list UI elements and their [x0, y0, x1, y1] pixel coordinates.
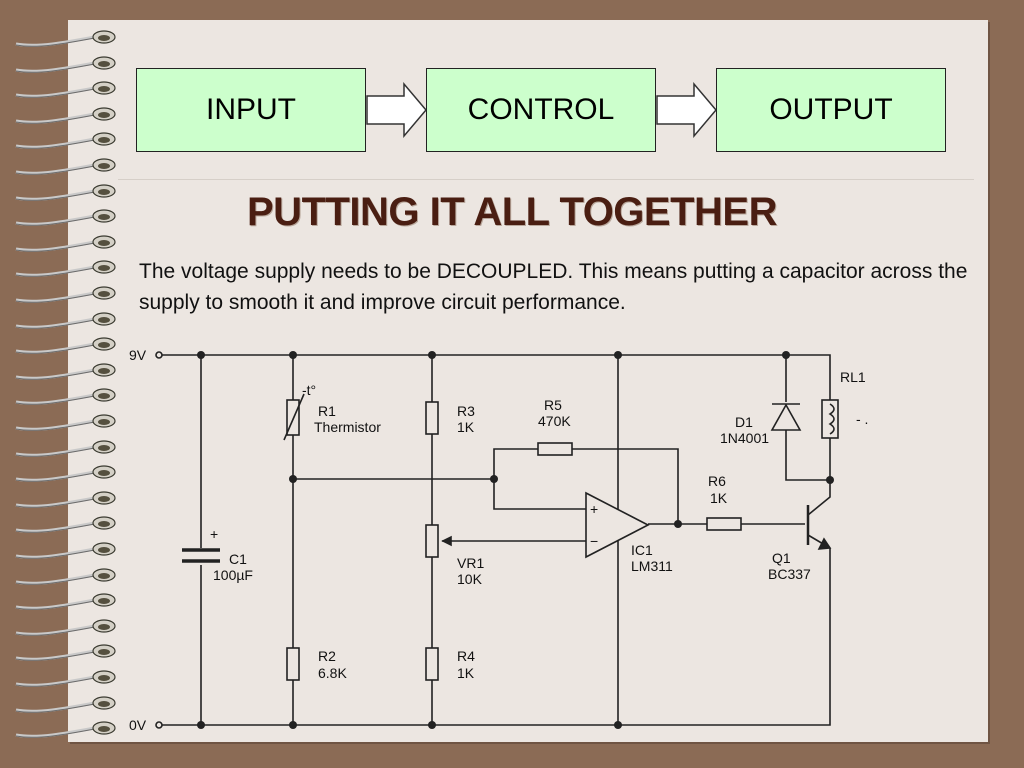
r5-label: R5 — [544, 397, 562, 413]
d1-diode — [770, 403, 802, 431]
spiral-coil-icon — [15, 593, 116, 610]
r4-resistor — [425, 647, 439, 681]
r2-resistor — [286, 647, 300, 681]
rl1-label: RL1 — [840, 369, 866, 385]
spiral-coil-icon — [15, 388, 116, 406]
op-amp-plus: + — [590, 501, 598, 517]
r3-value: 1K — [457, 419, 475, 435]
spiral-coil-icon — [15, 567, 116, 585]
r5-value: 470K — [538, 413, 571, 429]
spiral-coil-icon — [15, 55, 116, 73]
spiral-coil-icon — [15, 81, 116, 98]
spiral-coil-icon — [15, 414, 116, 431]
rl1-relay — [821, 399, 839, 439]
r6-label: R6 — [708, 473, 726, 489]
spiral-coil-icon — [15, 235, 116, 252]
output-label: OUTPUT — [769, 93, 893, 126]
input-box: INPUT — [136, 68, 366, 152]
spiral-coil-icon — [15, 619, 116, 636]
rl1-contact: - . — [856, 411, 868, 427]
q1-value: BC337 — [768, 566, 811, 582]
spiral-coil-icon — [15, 183, 116, 201]
spiral-coil-icon — [15, 542, 116, 559]
rail-terminal-9v — [155, 351, 163, 359]
spiral-coil-icon — [15, 30, 116, 47]
r5-resistor — [537, 442, 573, 456]
spiral-coil-icon — [15, 695, 116, 713]
output-box: OUTPUT — [716, 68, 946, 152]
spiral-coil-icon — [15, 644, 116, 662]
spiral-coil-icon — [15, 107, 116, 124]
r4-value: 1K — [457, 665, 475, 681]
spiral-coil-icon — [15, 670, 116, 687]
r1-label: R1 — [318, 403, 336, 419]
rail-label-0v: 0V — [129, 717, 147, 733]
control-box: CONTROL — [426, 68, 656, 152]
spiral-coil-icon — [15, 286, 116, 303]
spiral-coil-icon — [15, 721, 116, 738]
spiral-coil-icon — [15, 209, 116, 226]
r3-label: R3 — [457, 403, 475, 419]
vr1-value: 10K — [457, 571, 483, 587]
vr1-label: VR1 — [457, 555, 484, 571]
spiral-coil-icon — [15, 516, 116, 534]
ic1-label: IC1 — [631, 542, 653, 558]
c1-plus-label: + — [210, 526, 218, 542]
ic1-op-amp — [585, 491, 650, 559]
r4-label: R4 — [457, 648, 475, 664]
body-text: The voltage supply needs to be DECOUPLED… — [139, 260, 968, 314]
top-rail — [162, 354, 831, 400]
r6-resistor — [706, 517, 742, 531]
c1-value: 100µF — [213, 567, 253, 583]
r1-thermistor — [286, 399, 300, 436]
bottom-rail — [162, 548, 831, 726]
r3-resistor — [425, 401, 439, 435]
circuit-schematic: 9V 0V -t° R1 Thermistor R2 6.8K R3 1K VR… — [129, 347, 868, 733]
spiral-coil-icon — [15, 311, 116, 329]
r1-symbol-label: -t° — [302, 382, 316, 398]
d1-value: 1N4001 — [720, 430, 769, 446]
rail-label-9v: 9V — [129, 347, 147, 363]
spiral-coil-icon — [15, 439, 116, 457]
input-label: INPUT — [206, 93, 296, 126]
r6-value: 1K — [710, 490, 728, 506]
spiral-coil-icon — [15, 363, 116, 380]
rail-terminal-0v — [155, 721, 163, 729]
page-title: PUTTING IT ALL TOGETHER — [247, 190, 777, 234]
op-amp-minus: − — [590, 533, 598, 549]
spiral-coil-icon — [15, 260, 116, 278]
r1-desc: Thermistor — [314, 419, 381, 435]
divider — [118, 179, 974, 180]
q1-label: Q1 — [772, 550, 791, 566]
d1-label: D1 — [735, 414, 753, 430]
spiral-coil-icon — [15, 337, 116, 354]
arrow-icon — [656, 82, 717, 138]
r2-value: 6.8K — [318, 665, 347, 681]
spiral-coil-icon — [15, 158, 116, 175]
r2-label: R2 — [318, 648, 336, 664]
arrow-icon — [366, 82, 427, 138]
ic1-value: LM311 — [631, 558, 673, 574]
vr1-potentiometer — [425, 524, 439, 558]
spiral-coil-icon — [15, 491, 116, 508]
spiral-coil-icon — [15, 465, 116, 482]
control-label: CONTROL — [467, 93, 615, 126]
spiral-coil-icon — [15, 132, 116, 150]
c1-label: C1 — [229, 551, 247, 567]
